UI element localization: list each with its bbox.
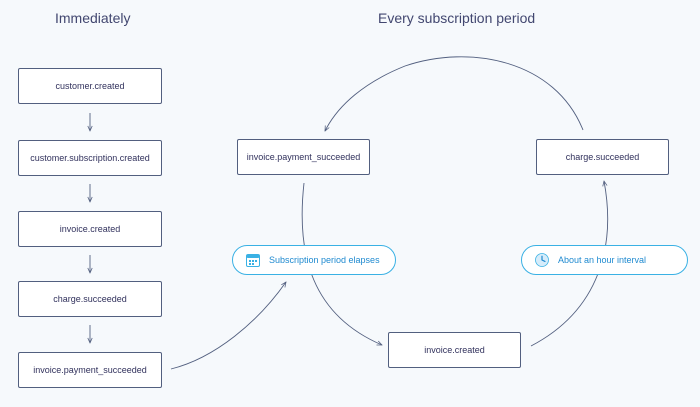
arrow-into-cycle (170, 282, 286, 370)
pill-about-an-hour-interval: About an hour interval (521, 245, 688, 275)
event-charge-succeeded: charge.succeeded (18, 281, 162, 317)
event-invoice-created: invoice.created (18, 211, 162, 247)
pill-label-hour-interval: About an hour interval (558, 255, 647, 265)
clock-icon (535, 253, 549, 267)
event-customer-subscription-created: customer.subscription.created (18, 140, 162, 176)
cycle-invoice-created: invoice.created (388, 332, 521, 368)
event-customer-created: customer.created (18, 68, 162, 104)
pill-label-period-elapses: Subscription period elapses (269, 255, 380, 265)
pill-subscription-period-elapses: Subscription period elapses (232, 245, 396, 275)
heading-immediately: Immediately (55, 10, 131, 26)
arrow-charge-to-payment (325, 56, 584, 131)
event-invoice-payment-succeeded: invoice.payment_succeeded (18, 352, 162, 388)
calendar-icon (246, 254, 260, 267)
cycle-charge-succeeded: charge.succeeded (536, 139, 669, 175)
heading-every-period: Every subscription period (378, 10, 536, 26)
cycle-invoice-payment-succeeded: invoice.payment_succeeded (237, 139, 370, 175)
arrow-payment-to-invoice (301, 182, 382, 345)
